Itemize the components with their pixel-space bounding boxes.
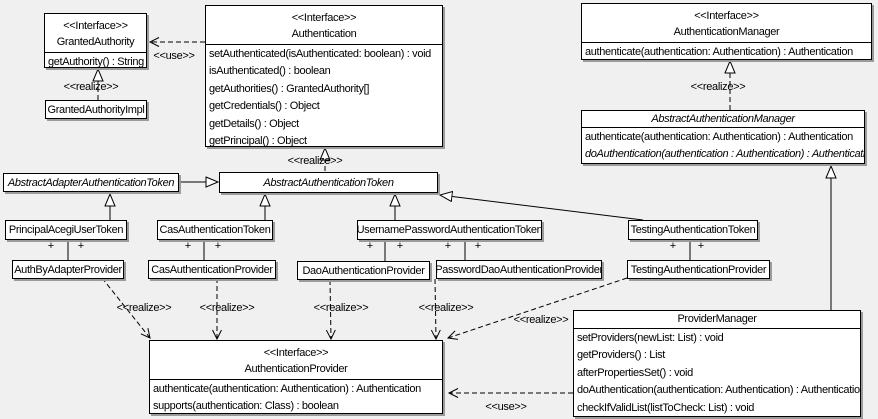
class-authentication-provider: <<Interface>> AuthenticationProvider aut… bbox=[149, 340, 443, 414]
class-provider-manager: ProviderManager setProviders(newList: Li… bbox=[573, 310, 861, 417]
edge-realize-daoauthenticationprovider-authenticationprovider bbox=[325, 279, 336, 341]
method: authenticate(authentication: Authenticat… bbox=[585, 131, 853, 143]
class-name: AbstractAuthenticationManager bbox=[651, 113, 795, 125]
method: doAuthentication(authentication: Authent… bbox=[577, 384, 860, 397]
class-name: AbstractAdapterAuthenticationToken bbox=[7, 176, 175, 189]
class-testing-authentication-token: TestingAuthenticationToken bbox=[628, 220, 758, 240]
class-authentication-manager: <<Interface>> AuthenticationManager auth… bbox=[581, 3, 872, 60]
class-name: ProviderManager bbox=[677, 313, 757, 325]
label-plus: + bbox=[184, 240, 192, 252]
label-realize: <<realize>> bbox=[63, 81, 119, 93]
method: isAuthenticated() : boolean bbox=[209, 65, 331, 78]
class-abstract-authentication-manager: AbstractAuthenticationManager authentica… bbox=[581, 110, 865, 164]
method: setProviders(newList: List) : void bbox=[577, 332, 724, 344]
class-name: UsernamePasswordAuthenticationToken bbox=[357, 224, 542, 236]
method: authenticate(authentication: Authenticat… bbox=[585, 46, 853, 58]
method: getCredentials() : Object bbox=[209, 100, 320, 113]
label-realize: <<realize>> bbox=[199, 302, 255, 314]
method: getPrincipal() : Object bbox=[209, 134, 307, 146]
stereotype-interface: <<Interface>> bbox=[291, 12, 357, 24]
class-cas-authentication-token: CasAuthenticationToken bbox=[157, 220, 273, 240]
method: authenticate(authentication: Authenticat… bbox=[153, 383, 421, 395]
method: checkIfValidList(listToCheck: List) : vo… bbox=[577, 401, 755, 414]
class-name: TestingAuthenticationProvider bbox=[630, 263, 767, 276]
class-name: AuthenticationProvider bbox=[244, 363, 348, 375]
label-plus: + bbox=[474, 240, 482, 252]
label-realize: <<realize>> bbox=[313, 302, 369, 314]
edge-realize-passworddaoprovider-authenticationprovider bbox=[430, 278, 441, 341]
class-name: CasAuthenticationProvider bbox=[151, 263, 273, 276]
label-use: <<use>> bbox=[153, 50, 195, 62]
class-name: PrincipalAcegiUserToken bbox=[8, 224, 124, 236]
label-realize: <<realize>> bbox=[690, 81, 746, 93]
method: getAuthorities() : GrantedAuthority[] bbox=[209, 82, 370, 95]
stereotype-interface: <<Interface>> bbox=[263, 347, 329, 359]
class-password-dao-authentication-provider: PasswordDaoAuthenticationProvider bbox=[436, 260, 602, 279]
label-realize: <<realize>> bbox=[287, 155, 343, 167]
label-plus: + bbox=[669, 240, 677, 252]
label-realize: <<realize>> bbox=[116, 302, 172, 314]
label-use: <<use>> bbox=[485, 401, 527, 413]
class-dao-authentication-provider: DaoAuthenticationProvider bbox=[297, 261, 430, 280]
label-realize: <<realize>> bbox=[513, 314, 569, 326]
edge-realize-authbyadapterprovider-authenticationprovider bbox=[101, 277, 151, 339]
method: setAuthenticated(isAuthenticated: boolea… bbox=[209, 48, 431, 60]
edge-extends-testingtoken-abstracttoken bbox=[440, 195, 644, 221]
label-realize: <<realize>> bbox=[418, 302, 474, 314]
class-granted-authority: <<Interface>> GrantedAuthority getAuthor… bbox=[44, 13, 147, 68]
class-name: DaoAuthenticationProvider bbox=[302, 264, 425, 277]
method-abstract: doAuthentication(authentication : Authen… bbox=[585, 148, 864, 161]
label-plus: + bbox=[77, 240, 85, 252]
class-abstract-authentication-token: AbstractAuthenticationToken bbox=[219, 172, 438, 193]
class-authentication: <<Interface>> Authentication setAuthenti… bbox=[205, 5, 443, 147]
stereotype-interface: <<Interface>> bbox=[63, 20, 128, 32]
class-name: GrantedAuthorityImpl bbox=[47, 103, 145, 116]
method: getAuthority() : String bbox=[48, 56, 144, 67]
label-plus: + bbox=[697, 240, 705, 252]
class-name: CasAuthenticationToken bbox=[159, 224, 271, 236]
class-granted-authority-impl: GrantedAuthorityImpl bbox=[45, 100, 147, 119]
stereotype-interface: <<Interface>> bbox=[694, 10, 759, 22]
class-name: AuthByAdapterProvider bbox=[14, 263, 122, 276]
class-name: AuthenticationManager bbox=[673, 26, 780, 38]
class-name: PasswordDaoAuthenticationProvider bbox=[436, 263, 602, 276]
class-abstract-adapter-authentication-token: AbstractAdapterAuthenticationToken bbox=[3, 173, 179, 192]
class-name: AbstractAuthenticationToken bbox=[263, 176, 394, 189]
class-name: TestingAuthenticationToken bbox=[630, 224, 756, 236]
label-plus: + bbox=[214, 240, 222, 252]
class-name: GrantedAuthority bbox=[56, 36, 135, 48]
label-plus: + bbox=[366, 240, 374, 252]
method: getProviders() : List bbox=[577, 349, 666, 362]
label-plus: + bbox=[444, 240, 452, 252]
class-name: Authentication bbox=[291, 28, 357, 40]
method: afterPropertiesSet() : void bbox=[577, 366, 693, 379]
class-principal-acegi-user-token: PrincipalAcegiUserToken bbox=[5, 220, 127, 240]
method: supports(authentication: Class) : boolea… bbox=[153, 400, 339, 413]
class-auth-by-adapter-provider: AuthByAdapterProvider bbox=[12, 260, 124, 279]
method: getDetails() : Object bbox=[209, 117, 299, 130]
label-plus: + bbox=[47, 240, 55, 252]
class-username-password-authentication-token: UsernamePasswordAuthenticationToken bbox=[357, 220, 542, 240]
class-cas-authentication-provider: CasAuthenticationProvider bbox=[148, 260, 276, 279]
label-plus: + bbox=[396, 240, 404, 252]
class-testing-authentication-provider: TestingAuthenticationProvider bbox=[627, 260, 770, 279]
